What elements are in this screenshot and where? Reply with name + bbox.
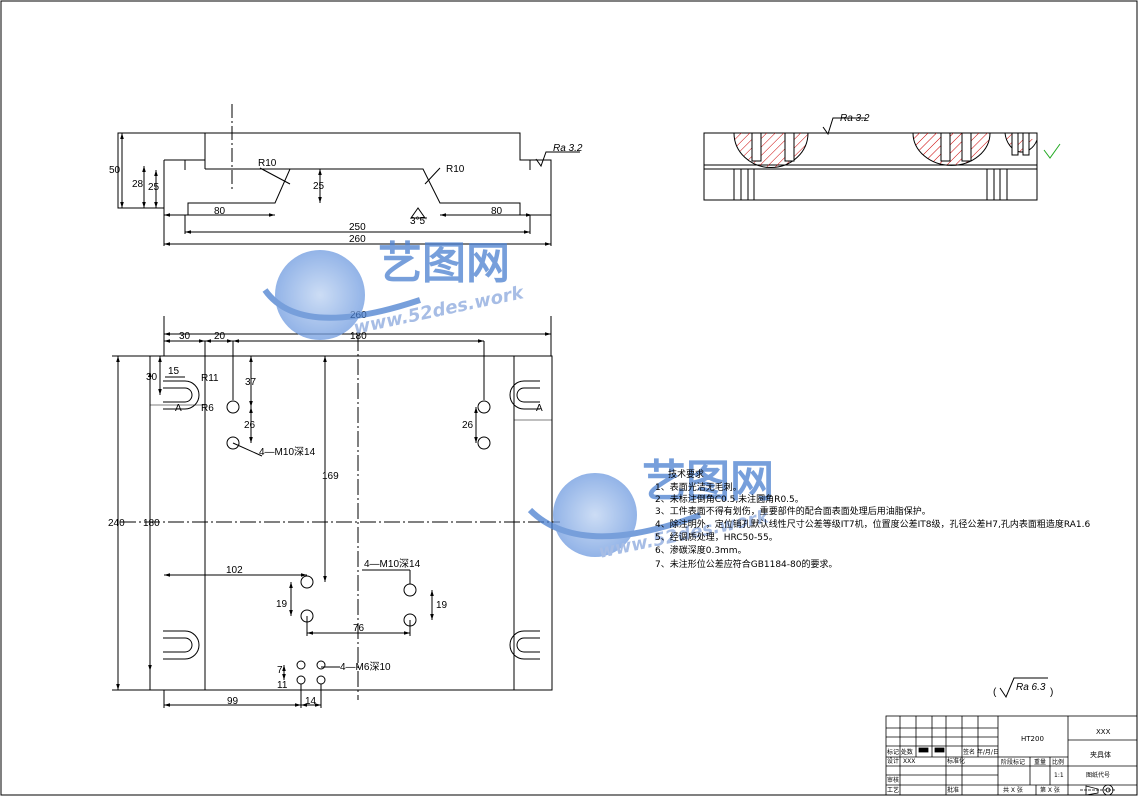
svg-text:R6: R6 (201, 403, 214, 414)
svg-text:260: 260 (349, 234, 366, 245)
svg-text:25: 25 (313, 181, 325, 192)
svg-text:4、除注明外，定位销孔默认线性尺寸公差等级IT7机，位置度公: 4、除注明外，定位销孔默认线性尺寸公差等级IT7机，位置度公差IT8级，孔径公差… (655, 518, 1090, 530)
front-view (117, 104, 580, 246)
svg-text:99: 99 (227, 696, 239, 707)
svg-text:签名 年/月/日: 签名 年/月/日 (963, 748, 999, 756)
svg-text:19: 19 (276, 599, 288, 610)
svg-text:102: 102 (226, 565, 243, 576)
svg-text:28: 28 (132, 179, 144, 190)
general-roughness: ( Ra 6.3 ) (993, 677, 1053, 699)
svg-text:37: 37 (245, 377, 257, 388)
svg-text:审核: 审核 (887, 776, 899, 784)
svg-text:批准: 批准 (947, 786, 959, 794)
svg-text:R10: R10 (446, 164, 465, 175)
svg-text:HT200: HT200 (1021, 735, 1044, 743)
svg-text:50: 50 (109, 165, 121, 176)
svg-text:标记 处数: 标记 处数 (887, 748, 913, 756)
svg-text:4—M6深10: 4—M6深10 (340, 661, 391, 673)
svg-text:标准化: 标准化 (947, 757, 965, 765)
title-block (885, 715, 1138, 796)
svg-text:第 X 张: 第 X 张 (1040, 786, 1060, 794)
svg-text:20: 20 (214, 331, 226, 342)
plan-view (112, 316, 560, 708)
svg-text:250: 250 (349, 222, 366, 233)
svg-text:XXX: XXX (903, 758, 915, 765)
svg-text:重量: 重量 (1034, 758, 1046, 766)
svg-text:3、工件表面不得有划伤，重要部件的配合面表面处理后用油脂保护: 3、工件表面不得有划伤，重要部件的配合面表面处理后用油脂保护。 (655, 505, 931, 517)
svg-text:7、未注形位公差应符合GB1184-80的要求。: 7、未注形位公差应符合GB1184-80的要求。 (655, 558, 837, 570)
svg-text:比例: 比例 (1052, 758, 1064, 766)
svg-text:XXX: XXX (1096, 728, 1111, 736)
svg-text:Ra 6.3: Ra 6.3 (1016, 682, 1046, 693)
svg-text:夹具体: 夹具体 (1090, 750, 1111, 759)
svg-text:6、渗碳深度0.3mm。: 6、渗碳深度0.3mm。 (655, 544, 747, 556)
svg-text:R11: R11 (201, 373, 219, 384)
svg-text:1、表面光洁无毛刺。: 1、表面光洁无毛刺。 (655, 481, 742, 493)
svg-text:4—M10深14: 4—M10深14 (364, 558, 421, 570)
svg-text:30: 30 (179, 331, 191, 342)
svg-text:30: 30 (146, 372, 158, 383)
svg-text:R10: R10 (258, 158, 277, 169)
plan-view-labels: 260 30 20 180 30 15 R11 R6 37 26 26 4—M1… (108, 310, 543, 707)
svg-text:2、未标注倒角C0.5,未注圆角R0.5。: 2、未标注倒角C0.5,未注圆角R0.5。 (655, 493, 804, 505)
svg-text:240: 240 (108, 518, 125, 529)
svg-text:Ra 3.2: Ra 3.2 (553, 143, 583, 154)
section-roughness: Ra 3.2 (840, 113, 870, 124)
svg-text:3°5': 3°5' (410, 216, 427, 227)
projection-symbol (1080, 784, 1116, 796)
svg-text:A: A (536, 403, 543, 414)
svg-text:工艺: 工艺 (887, 786, 899, 794)
watermark-top: 艺图网 www.52des.work (262, 238, 526, 340)
svg-text:共 X 张: 共 X 张 (1003, 786, 1023, 794)
svg-text:(: ( (993, 687, 997, 698)
svg-text:80: 80 (214, 206, 226, 217)
svg-text:技术要求: 技术要求 (668, 468, 704, 480)
svg-text:阶段标记: 阶段标记 (1001, 758, 1025, 766)
svg-text:169: 169 (322, 471, 339, 482)
svg-text:11: 11 (277, 680, 288, 691)
svg-text:26: 26 (462, 420, 474, 431)
svg-text:180: 180 (350, 331, 367, 342)
svg-text:5、经调质处理，HRC50-55。: 5、经调质处理，HRC50-55。 (655, 531, 778, 543)
svg-text:A: A (175, 403, 182, 414)
svg-text:26: 26 (244, 420, 256, 431)
svg-text:7: 7 (277, 665, 283, 676)
section-view (703, 117, 1061, 201)
svg-text:设计: 设计 (887, 757, 899, 765)
svg-text:艺图网: 艺图网 (378, 238, 510, 289)
svg-text:14: 14 (305, 696, 317, 707)
svg-text:19: 19 (436, 600, 448, 611)
svg-text:76: 76 (353, 623, 365, 634)
svg-text:): ) (1050, 687, 1053, 698)
svg-text:15: 15 (168, 366, 180, 377)
svg-text:180: 180 (143, 518, 160, 529)
title-block-text: HT200 XXX 夹具体 标记 处数 签名 年/月/日 阶段标记 重量 比例 … (887, 728, 1111, 794)
svg-text:80: 80 (491, 206, 503, 217)
svg-text:图纸代号: 图纸代号 (1086, 771, 1110, 779)
svg-text:艺图网: 艺图网 (642, 456, 774, 507)
front-view-labels: 50 28 25 25 80 80 250 260 R10 R10 3°5' R… (109, 143, 583, 245)
svg-text:4—M10深14: 4—M10深14 (259, 446, 316, 458)
svg-text:1:1: 1:1 (1054, 772, 1064, 779)
svg-text:25: 25 (148, 182, 160, 193)
technical-requirements: 技术要求 1、表面光洁无毛刺。 2、未标注倒角C0.5,未注圆角R0.5。 3、… (655, 468, 1090, 570)
